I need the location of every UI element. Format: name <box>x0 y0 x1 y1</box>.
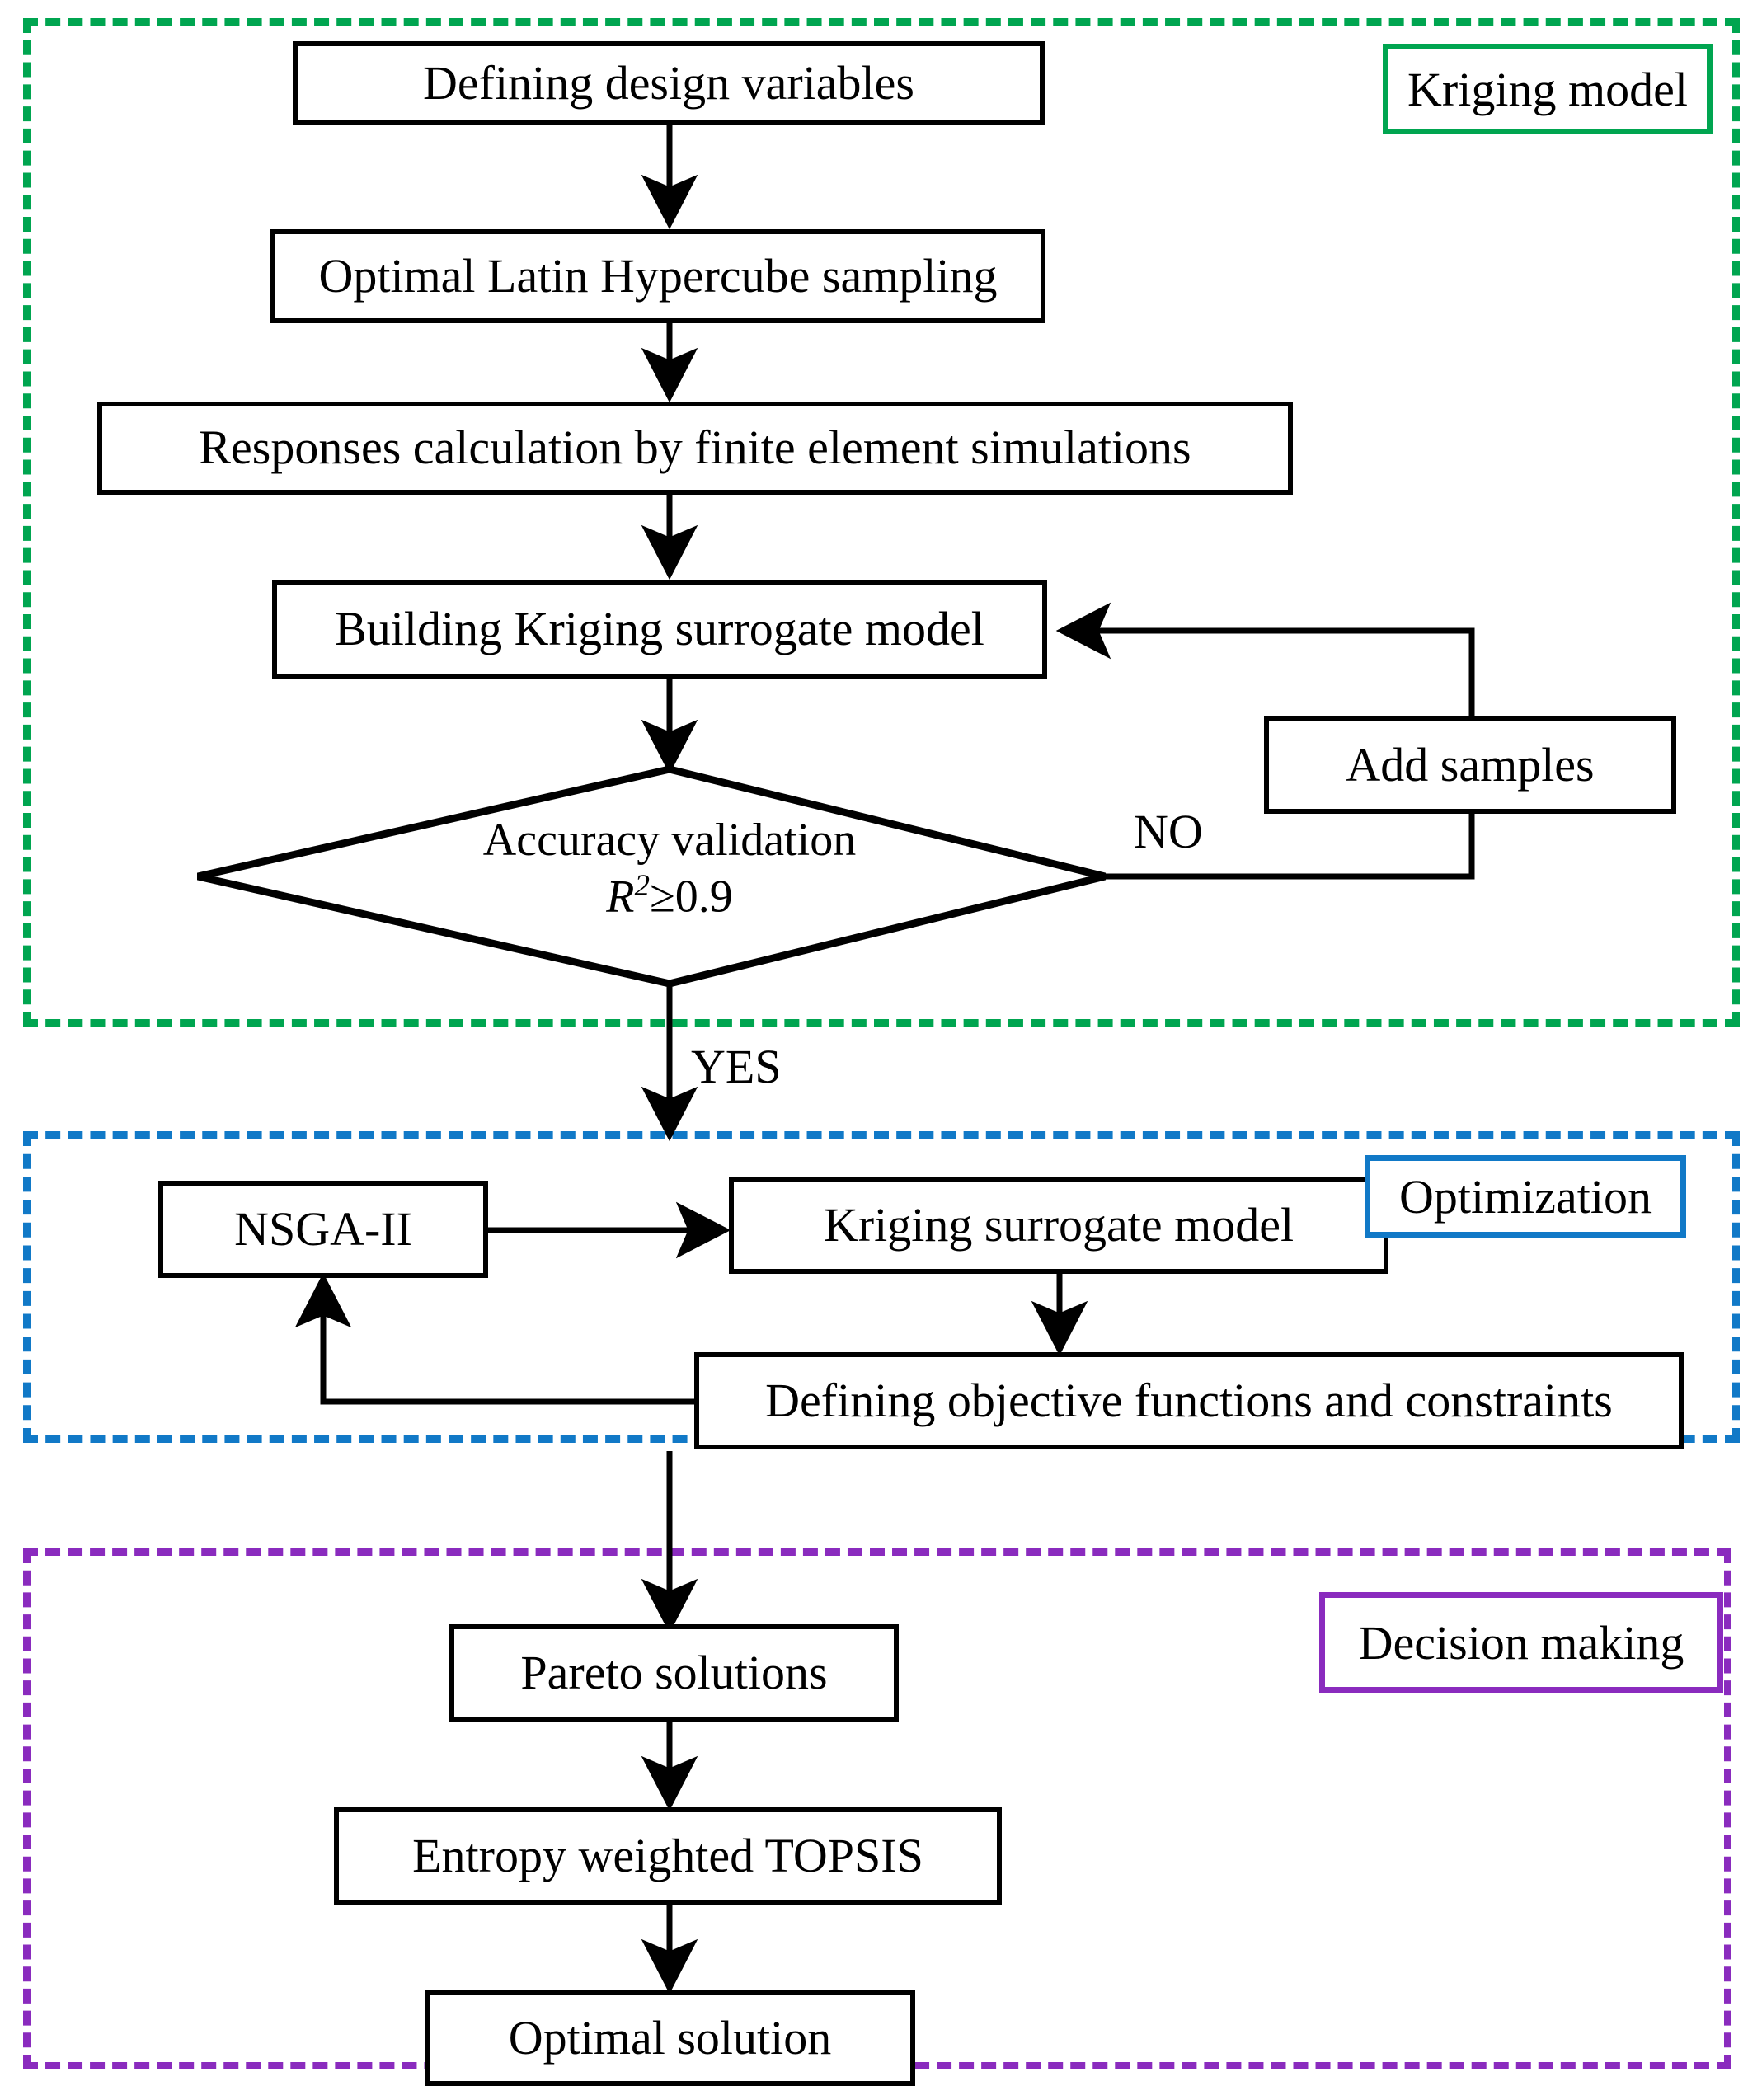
accuracy-condition: ≥0.9 <box>649 871 733 923</box>
node-responses-calculation[interactable]: Responses calculation by finite element … <box>97 402 1293 495</box>
accuracy-validation-label: Accuracy validation R2≥0.9 <box>422 806 917 930</box>
section-tag-decision-making: Decision making <box>1319 1592 1723 1693</box>
r-symbol: R <box>606 871 635 923</box>
node-pareto-solutions[interactable]: Pareto solutions <box>449 1624 899 1722</box>
accuracy-validation-line2: R2≥0.9 <box>606 867 732 924</box>
node-optimal-solution[interactable]: Optimal solution <box>425 1990 915 2086</box>
node-add-samples[interactable]: Add samples <box>1264 716 1676 814</box>
node-kriging-surrogate-model[interactable]: Kriging surrogate model <box>729 1177 1388 1274</box>
r-exponent: 2 <box>634 867 650 902</box>
node-nsga-ii[interactable]: NSGA-II <box>158 1181 488 1278</box>
node-entropy-weighted-topsis[interactable]: Entropy weighted TOPSIS <box>334 1807 1002 1905</box>
accuracy-validation-line1: Accuracy validation <box>482 814 857 866</box>
node-defining-objective-functions[interactable]: Defining objective functions and constra… <box>694 1352 1684 1449</box>
edge-label-no: NO <box>1134 805 1203 858</box>
section-tag-kriging-model: Kriging model <box>1383 44 1713 134</box>
section-tag-optimization: Optimization <box>1365 1155 1686 1238</box>
node-building-kriging-surrogate-model[interactable]: Building Kriging surrogate model <box>272 580 1047 679</box>
edge-label-yes: YES <box>691 1040 782 1093</box>
node-defining-design-variables[interactable]: Defining design variables <box>293 41 1045 125</box>
section-kriging-model <box>23 18 1740 1027</box>
node-optimal-latin-hypercube-sampling[interactable]: Optimal Latin Hypercube sampling <box>270 229 1045 323</box>
